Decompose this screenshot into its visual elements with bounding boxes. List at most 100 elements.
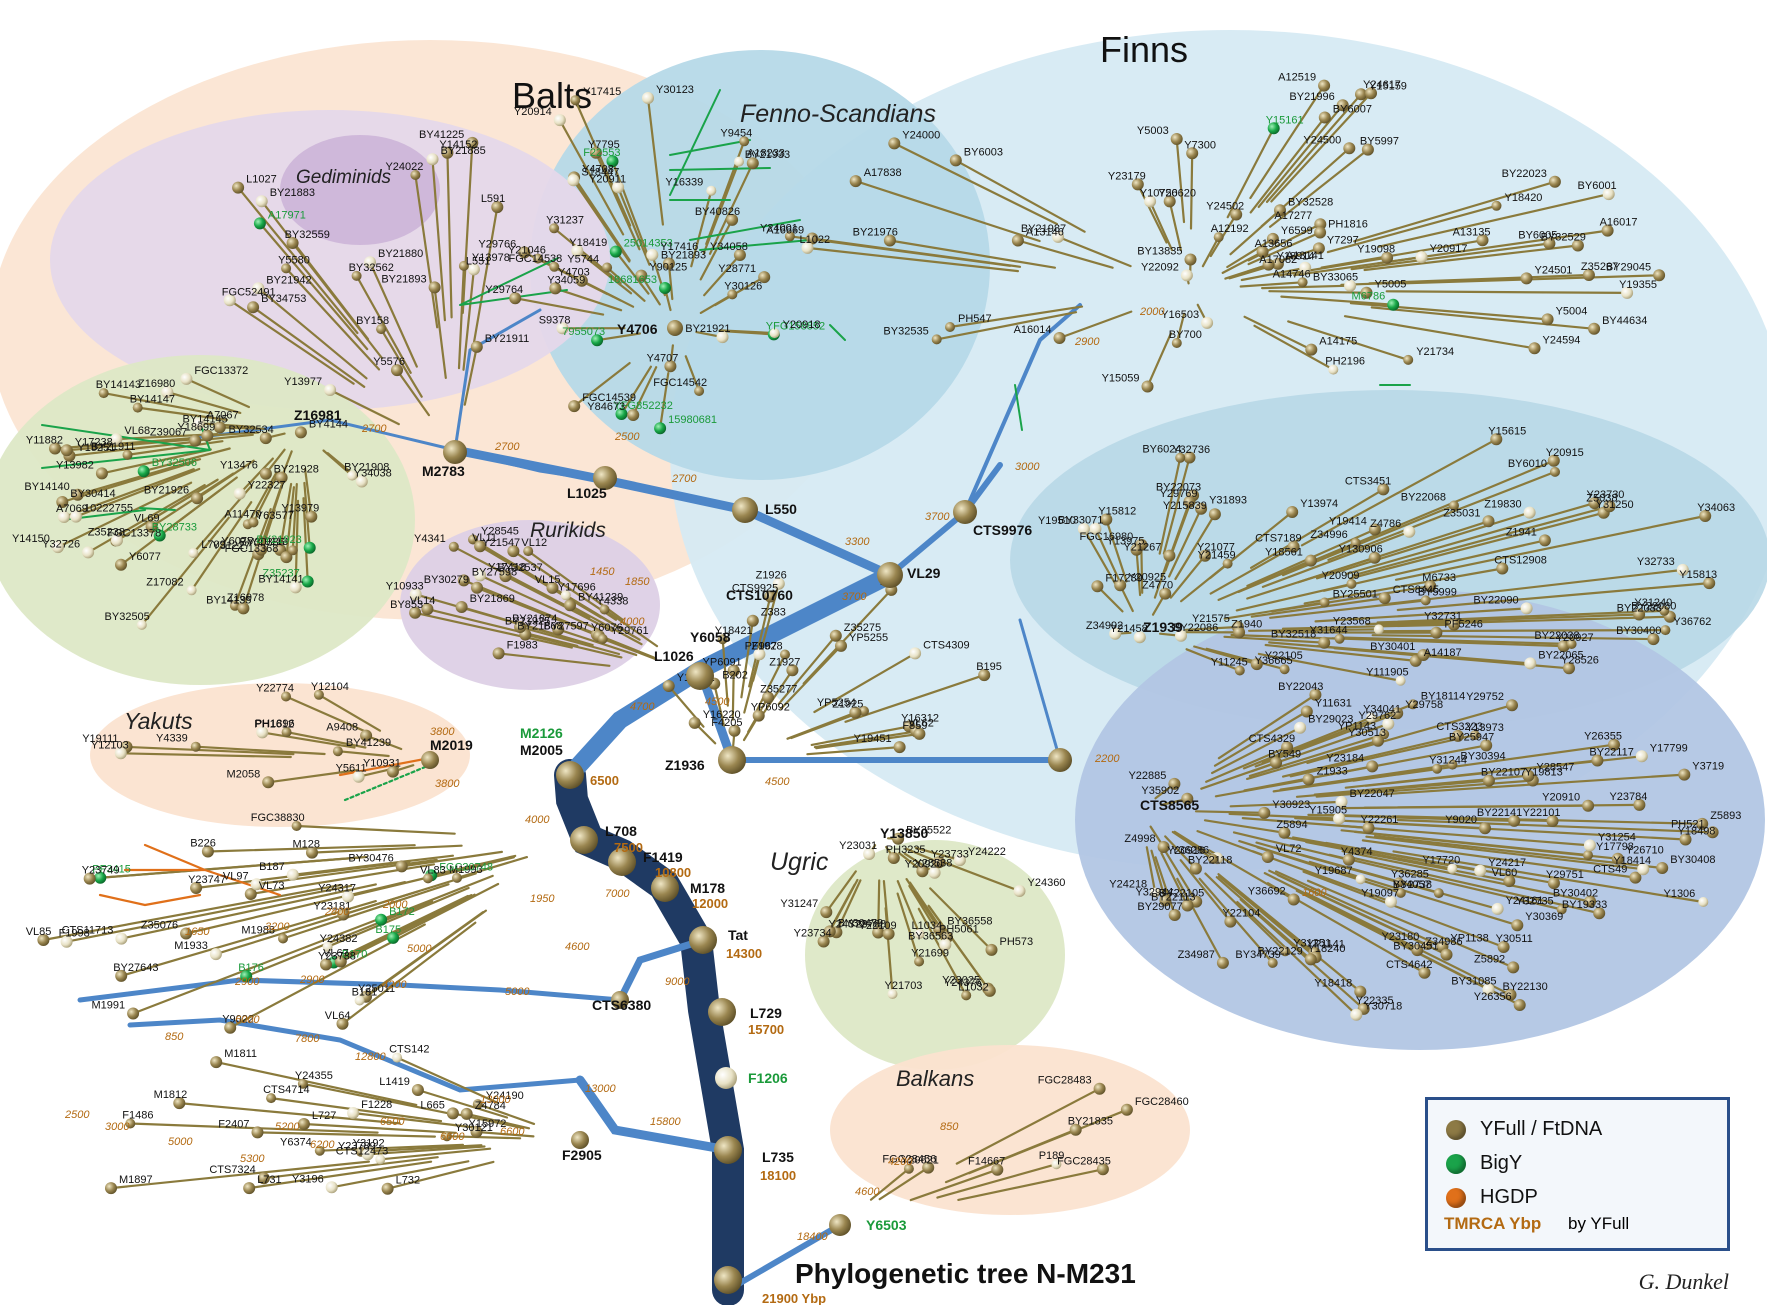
snp-label: Y12103 bbox=[91, 739, 129, 751]
snp-label: Y10931 bbox=[363, 758, 401, 770]
tmrca-age-label: 5000 bbox=[168, 1136, 193, 1148]
yfull-sample-node bbox=[1479, 822, 1491, 834]
tmrca-age-label: 6600 bbox=[440, 1131, 465, 1143]
snp-label: Y29751 bbox=[1546, 869, 1584, 881]
snp-label: Y6075 bbox=[221, 536, 253, 548]
snp-label: Y9020 bbox=[1445, 814, 1477, 826]
snp-label: FGC13372 bbox=[194, 365, 248, 377]
yfull-sample-node bbox=[1583, 850, 1593, 860]
snp-label: VL64 bbox=[325, 1010, 351, 1022]
yfull-sample-node bbox=[1305, 555, 1317, 567]
snp-label: A17277 bbox=[1274, 210, 1312, 222]
snp-label: Z5892 bbox=[1474, 953, 1505, 965]
snp-label: BY6001 bbox=[1578, 180, 1617, 192]
snp-label: Z34996 bbox=[1310, 529, 1347, 541]
snp-label: A17971 bbox=[268, 209, 306, 221]
yfull-sample-node bbox=[1171, 133, 1183, 145]
snp-label: Y23031 bbox=[839, 840, 877, 852]
label-cts9976: CTS9976 bbox=[973, 522, 1032, 538]
yfull-sample-node bbox=[210, 1056, 222, 1068]
yfull-sample-node bbox=[1549, 176, 1561, 188]
yfull-sample-node bbox=[1542, 313, 1554, 325]
snp-label: A16017 bbox=[1600, 217, 1638, 229]
yfull-sample-node bbox=[554, 114, 566, 126]
yfull-sample-node bbox=[1217, 957, 1229, 969]
yfull-sample-node bbox=[1091, 580, 1103, 592]
tmrca-age-label: 2900 bbox=[1074, 336, 1100, 348]
snp-label: BY32528 bbox=[1288, 196, 1333, 208]
yfull-sample-node bbox=[1294, 722, 1306, 734]
snp-label: BY19333 bbox=[1562, 899, 1607, 911]
snp-label: FGC14538 bbox=[508, 253, 562, 265]
tmrca-age-label: 4500 bbox=[705, 696, 730, 708]
snp-label: Y36692 bbox=[1248, 886, 1286, 898]
yfull-sample-node bbox=[1492, 201, 1502, 211]
snp-label: Y20915 bbox=[1546, 447, 1584, 459]
label-m2783: M2783 bbox=[422, 463, 465, 479]
tmrca-age-label: 4000 bbox=[525, 814, 550, 826]
branch-cts6380-left bbox=[80, 980, 620, 1000]
yfull-sample-node bbox=[909, 647, 921, 659]
snp-label: Y5004 bbox=[1556, 305, 1588, 317]
snp-label: Y7795 bbox=[588, 139, 620, 151]
snp-label: Y1306 bbox=[1663, 888, 1695, 900]
snp-label: BY21921 bbox=[685, 323, 730, 335]
title-ugric: Ugric bbox=[770, 848, 829, 876]
snp-label: PH547 bbox=[958, 313, 992, 325]
snp-label: Y24501 bbox=[1535, 264, 1573, 276]
snp-label: BY29077 bbox=[1137, 901, 1182, 913]
legend-hgdp: HGDP bbox=[1446, 1186, 1538, 1209]
snp-label: BY700 bbox=[1169, 329, 1202, 341]
tmrca-age-label: 2900 bbox=[234, 976, 260, 988]
yfull-sample-node bbox=[471, 582, 483, 594]
snp-label: BY13835 bbox=[1137, 246, 1182, 258]
snp-label: M1991 bbox=[91, 1000, 125, 1012]
yfull-sample-node bbox=[706, 186, 716, 196]
tmrca-age-label: 6200 bbox=[310, 1139, 335, 1151]
snp-label: PH3235 bbox=[886, 844, 926, 856]
snp-label: BY22117 bbox=[1589, 747, 1633, 759]
snp-label: BY41239 bbox=[346, 737, 391, 749]
snp-label: Y21703 bbox=[885, 980, 923, 992]
yfull-sample-node bbox=[252, 1126, 264, 1138]
snp-label: BY25501 bbox=[1333, 589, 1378, 601]
tmrca-age-label: 13000 bbox=[585, 1083, 616, 1095]
snp-label: Y10933 bbox=[386, 580, 424, 592]
snp-label: Y31244 bbox=[1429, 755, 1467, 767]
snp-label: Y13982 bbox=[56, 459, 94, 471]
yfull-sample-node bbox=[262, 776, 274, 788]
snp-label: PH521 bbox=[1671, 818, 1705, 830]
tmrca-age-label: 2200 bbox=[1094, 753, 1120, 765]
snp-label: BY28733 bbox=[152, 522, 197, 534]
tmrca-age-label: 5200 bbox=[275, 1121, 300, 1133]
snp-label: Y22104 bbox=[1222, 908, 1260, 920]
label-cts6380: CTS6380 bbox=[592, 997, 651, 1013]
snp-label: BY32506 bbox=[152, 457, 197, 469]
snp-label: F1998 bbox=[59, 928, 90, 940]
yfull-sample-node bbox=[1288, 894, 1300, 906]
snp-label: BY22023 bbox=[1502, 168, 1547, 180]
snp-label: BY31085 bbox=[1451, 976, 1496, 988]
tmrca-age-label: 3300 bbox=[845, 536, 870, 548]
node-l708 bbox=[570, 826, 598, 854]
root-age: 21900 Ybp bbox=[762, 1291, 826, 1305]
yfull-sample-node bbox=[232, 182, 244, 194]
snp-label: Y30126 bbox=[724, 280, 762, 292]
yfull-sample-node bbox=[1319, 112, 1331, 124]
yfull-sample-node bbox=[256, 195, 268, 207]
label-y6058: Y6058 bbox=[690, 629, 731, 645]
snp-label: Y17415 bbox=[583, 86, 621, 98]
snp-label: Y31240 bbox=[1634, 597, 1672, 609]
snp-label: F17239 bbox=[1105, 572, 1142, 584]
yfull-sample-node bbox=[180, 373, 192, 385]
yfull-sample-node bbox=[932, 334, 942, 344]
label-m2126: M2126 bbox=[520, 725, 563, 741]
yfull-sample-node bbox=[1514, 999, 1526, 1011]
branch-line bbox=[297, 826, 455, 834]
yfull-sample-node bbox=[210, 948, 222, 960]
yfull-sample-node bbox=[324, 384, 336, 396]
snp-label: PH1896 bbox=[255, 718, 295, 730]
tmrca-age-label: 2800 bbox=[324, 906, 350, 918]
snp-label: Y26356 bbox=[1474, 991, 1512, 1003]
snp-label: CTS8445 bbox=[1393, 584, 1439, 596]
